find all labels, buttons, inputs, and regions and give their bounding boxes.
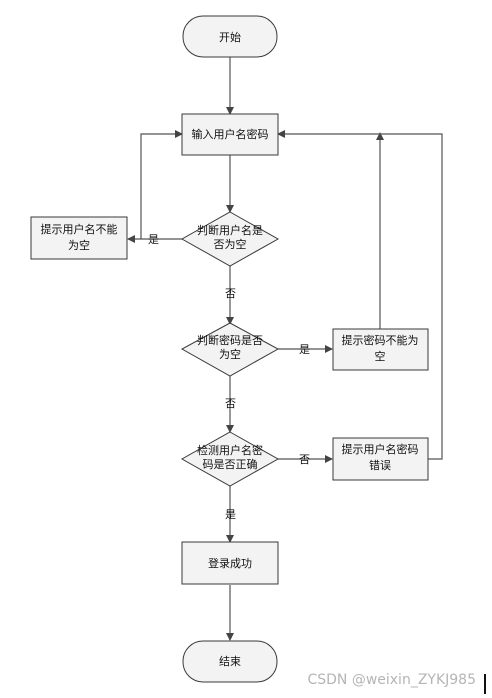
check-user-decision: 判断用户名是 否为空 bbox=[180, 211, 280, 267]
label-yes-user: 是 bbox=[148, 233, 159, 246]
label-no-match: 否 bbox=[299, 453, 310, 466]
pwd-empty-process: 提示密码不能为 空 bbox=[332, 328, 429, 371]
check-pwd-line1: 判断密码是否 bbox=[197, 333, 263, 347]
wrong-process: 提示用户名密码 错误 bbox=[332, 437, 429, 481]
wrong-line1: 提示用户名密码 bbox=[342, 442, 419, 456]
end-label: 结束 bbox=[219, 655, 241, 668]
success-label: 登录成功 bbox=[208, 556, 252, 570]
user-empty-process: 提示用户名不能 为空 bbox=[30, 216, 128, 260]
start-label: 开始 bbox=[219, 30, 241, 44]
wrong-line2: 错误 bbox=[369, 458, 391, 472]
check-user-line1: 判断用户名是 bbox=[197, 223, 263, 237]
check-match-decision: 检测用户名密 码是否正确 bbox=[180, 431, 280, 487]
success-process: 登录成功 bbox=[181, 541, 279, 585]
arrow-user-empty-back bbox=[140, 130, 183, 239]
arrow-wrong-back bbox=[277, 130, 443, 460]
check-pwd-line2: 为空 bbox=[219, 347, 241, 361]
input-process: 输入用户名密码 bbox=[181, 113, 279, 156]
label-yes-match: 是 bbox=[225, 508, 236, 521]
label-no-user: 否 bbox=[225, 287, 236, 300]
pwd-empty-line2: 空 bbox=[375, 349, 386, 363]
input-label: 输入用户名密码 bbox=[192, 127, 269, 141]
check-pwd-decision: 判断密码是否 为空 bbox=[180, 322, 280, 377]
connectors bbox=[127, 57, 443, 641]
text-cursor bbox=[484, 674, 486, 694]
user-empty-line2: 为空 bbox=[68, 238, 90, 252]
label-no-pwd: 否 bbox=[225, 397, 236, 410]
check-match-line1: 检测用户名密 bbox=[197, 443, 263, 457]
user-empty-line1: 提示用户名不能 bbox=[41, 222, 118, 236]
pwd-empty-line1: 提示密码不能为 bbox=[342, 333, 419, 347]
check-user-line2: 否为空 bbox=[214, 237, 247, 251]
watermark: CSDN @weixin_ZYKJ985 bbox=[307, 672, 476, 688]
check-match-line2: 码是否正确 bbox=[203, 458, 258, 471]
end-terminator: 结束 bbox=[182, 640, 278, 683]
start-terminator: 开始 bbox=[182, 15, 278, 58]
label-yes-pwd: 是 bbox=[299, 343, 310, 356]
